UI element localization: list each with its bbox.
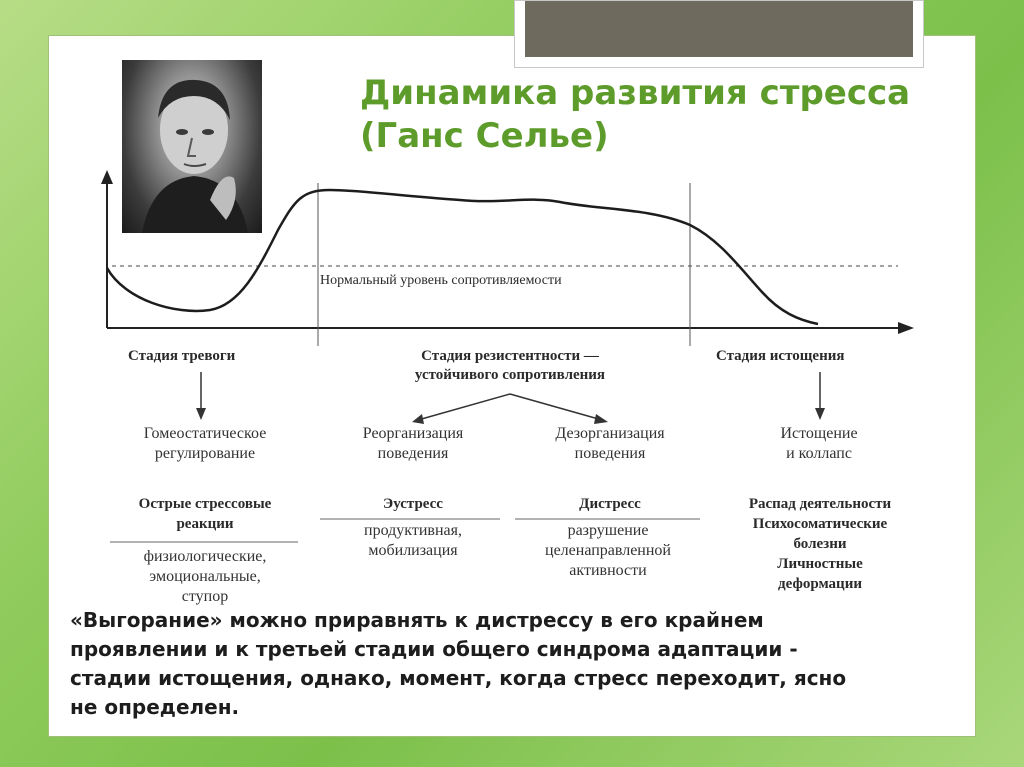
exhaustion-collapse: Истощение и коллапс xyxy=(734,424,904,464)
alarm-reactions: Острые стрессовые реакции xyxy=(112,494,298,534)
burnout-paragraph: «Выгорание» можно приравнять к дистрессу… xyxy=(70,606,970,722)
exhaustion-line-2: и коллапс xyxy=(786,445,852,462)
burnout-line-3: стадии истощения, однако, момент, когда … xyxy=(70,666,847,690)
alarm-regulation-line-2: регулирование xyxy=(154,445,256,462)
burnout-line-1: «Выгорание» можно приравнять к дистрессу… xyxy=(70,608,764,632)
exhaustion-result-line-1: Распад деятельности xyxy=(748,496,892,512)
disorg-behavior: Дезорганизация поведения xyxy=(520,424,700,464)
portrait-photo xyxy=(122,60,262,233)
disorg-result-line-1: разрушение xyxy=(567,522,649,539)
disorg-result-line-3: активности xyxy=(569,562,647,579)
alarm-reactions-line-2: реакции xyxy=(176,516,234,532)
reorg-result-line-2: мобилизация xyxy=(368,542,458,559)
exhaustion-result-line-2: Психосоматические xyxy=(752,516,888,532)
exhaustion-result-line-5: деформации xyxy=(778,576,862,592)
normal-level-label: Нормальный уровень сопротивляемости xyxy=(320,273,562,288)
title-tab xyxy=(514,0,924,68)
title-line-1: Динамика развития стресса xyxy=(360,73,911,113)
reorg-line-1: Реорганизация xyxy=(362,425,464,442)
stage-exhaustion: Стадия истощения xyxy=(716,348,845,364)
alarm-reactions-line-1: Острые стрессовые xyxy=(138,496,272,512)
stress-curve xyxy=(105,188,819,326)
title-tab-fill xyxy=(525,1,913,57)
x-axis-arrow-icon xyxy=(898,322,914,334)
reorg-behavior: Реорганизация поведения xyxy=(328,424,498,464)
alarm-arrow-icon xyxy=(196,408,206,420)
title-line-2: (Ганс Селье) xyxy=(360,116,609,156)
disorg-result: разрушение целенаправленной активности xyxy=(508,521,708,581)
alarm-regulation: Гомеостатическое регулирование xyxy=(112,424,298,464)
stage-resistance: Стадия резистентности — устойчивого сопр… xyxy=(380,347,640,385)
disorg-line-1: Дезорганизация xyxy=(555,425,665,442)
reorg-line-2: поведения xyxy=(377,445,449,462)
alarm-types-line-1: физиологические, xyxy=(143,548,267,565)
alarm-types: физиологические, эмоциональные, ступор xyxy=(112,547,298,607)
portrait-icon xyxy=(142,79,248,233)
disorg-arrow xyxy=(509,393,603,421)
reorg-arrow xyxy=(417,393,511,421)
stage-resistance-line-1: Стадия резистентности — xyxy=(421,348,599,364)
stage-alarm: Стадия тревоги xyxy=(128,348,236,364)
disorg-result-line-2: целенаправленной xyxy=(545,542,671,559)
burnout-line-2: проявлении и к третьей стадии общего син… xyxy=(70,637,798,661)
exhaustion-line-1: Истощение xyxy=(780,425,858,442)
y-axis-arrow-icon xyxy=(101,170,113,184)
exhaustion-results: Распад деятельности Психосоматические бо… xyxy=(700,494,940,594)
reorg-result: продуктивная, мобилизация xyxy=(328,521,498,561)
exhaustion-result-line-3: болезни xyxy=(793,536,847,552)
page-title: Динамика развития стресса (Ганс Селье) xyxy=(360,72,960,158)
disorg-arrow-icon xyxy=(594,414,608,424)
disorg-line-2: поведения xyxy=(574,445,646,462)
reorg-arrow-icon xyxy=(412,414,424,424)
alarm-types-line-3: ступор xyxy=(181,588,229,605)
exhaustion-result-line-4: Личностные xyxy=(777,556,863,572)
distress-label: Дистресс xyxy=(579,496,641,512)
alarm-types-line-2: эмоциональные, xyxy=(149,568,261,585)
exhaustion-arrow-icon xyxy=(815,408,825,420)
eustress-label: Эустресс xyxy=(383,496,443,512)
stage-resistance-line-2: устойчивого сопротивления xyxy=(414,367,606,383)
burnout-line-4: не определен. xyxy=(70,695,240,719)
alarm-regulation-line-1: Гомеостатическое xyxy=(143,425,267,442)
reorg-result-line-1: продуктивная, xyxy=(364,522,462,539)
